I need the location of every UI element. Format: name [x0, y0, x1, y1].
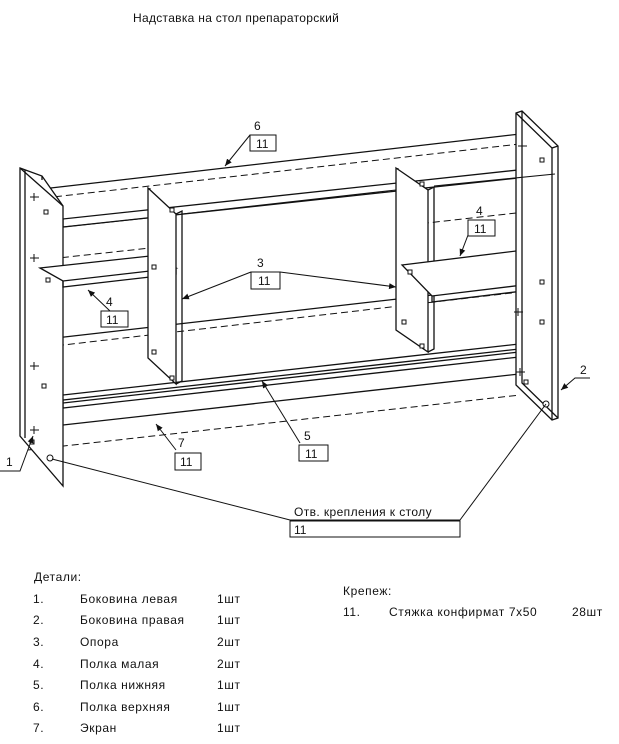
callout-ref: 11: [474, 222, 487, 236]
detail-name: Полка верхняя: [80, 700, 171, 714]
callout-7: 7 11: [174, 436, 202, 471]
detail-number: 2.: [33, 613, 45, 627]
fastener-qty: 28шт: [572, 605, 603, 619]
callout-number: 7: [178, 436, 185, 450]
detail-name: Боковина левая: [80, 592, 178, 606]
mount-holes-label: Отв. крепления к столу: [294, 505, 432, 519]
callout-ref: 11: [106, 313, 119, 327]
detail-name: Экран: [80, 721, 117, 735]
detail-qty: 1шт: [217, 613, 241, 627]
callout-4-right: 4 11: [467, 204, 496, 237]
detail-number: 7.: [33, 721, 45, 735]
detail-qty: 1шт: [217, 700, 241, 714]
callout-number: 5: [304, 429, 311, 443]
fastener-name: Стяжка конфирмат 7х50: [389, 605, 538, 619]
callout-mount-holes: Отв. крепления к столу 11: [289, 505, 461, 538]
callout-4-left: 4 11: [100, 295, 129, 328]
mount-holes-ref: 11: [294, 523, 307, 537]
callout-5: 5 11: [298, 429, 329, 462]
right-side-panel: [515, 110, 559, 421]
callout-6: 6 11: [249, 119, 277, 152]
fasteners-heading: Крепеж:: [343, 584, 392, 598]
drawing-title: Надставка на стол препараторский: [133, 11, 339, 25]
detail-name: Опора: [80, 635, 119, 649]
callout-ref: 11: [180, 455, 193, 469]
confirmat-marks: [29, 142, 550, 462]
detail-name: Полка нижняя: [80, 678, 166, 692]
detail-number: 1.: [33, 592, 45, 606]
detail-qty: 1шт: [217, 678, 241, 692]
detail-qty: 1шт: [217, 721, 241, 735]
callout-number: 2: [580, 363, 587, 377]
left-side-panel: [19, 167, 64, 488]
callout-3: 3 11: [250, 256, 281, 290]
callout-number: 1: [6, 455, 13, 469]
detail-name: Боковина правая: [80, 613, 185, 627]
leader-lines: [0, 134, 590, 521]
detail-qty: 2шт: [217, 635, 241, 649]
callout-number: 4: [106, 295, 113, 309]
detail-number: 6.: [33, 700, 45, 714]
assembly-view: [19, 110, 559, 488]
callout-ref: 11: [258, 274, 271, 288]
left-support: [147, 186, 183, 386]
callout-ref: 11: [305, 447, 318, 461]
mount-hole-left: [46, 454, 54, 462]
callout-2: 2: [580, 363, 587, 377]
callout-number: 6: [254, 119, 261, 133]
callout-ref: 11: [256, 137, 269, 151]
details-heading: Детали:: [34, 570, 82, 584]
callout-number: 4: [476, 204, 483, 218]
detail-number: 5.: [33, 678, 45, 692]
fastener-number: 11.: [343, 605, 361, 619]
right-panel-screws: [514, 142, 545, 385]
detail-number: 4.: [33, 657, 45, 671]
detail-name: Полка малая: [80, 657, 160, 671]
callout-1: 1: [6, 455, 13, 469]
detail-qty: 2шт: [217, 657, 241, 671]
callout-number: 3: [257, 256, 264, 270]
detail-qty: 1шт: [217, 592, 241, 606]
support-screws: [151, 181, 425, 381]
detail-number: 3.: [33, 635, 45, 649]
